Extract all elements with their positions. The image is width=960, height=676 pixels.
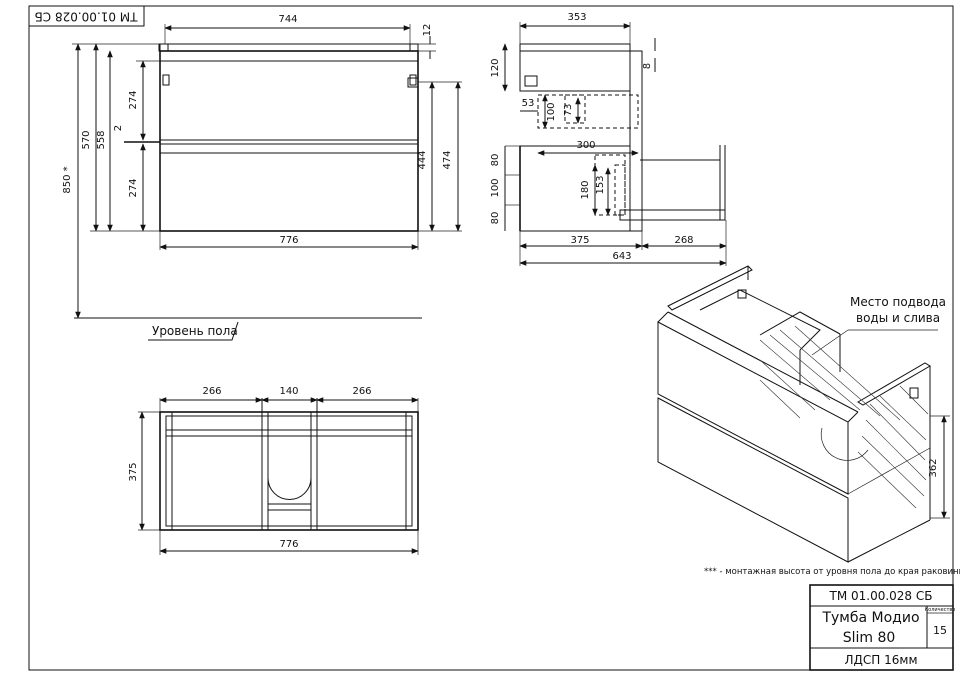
dim-353: 353 (567, 12, 586, 23)
dim-80-b: 80 (490, 212, 501, 225)
dim-570: 570 (81, 130, 92, 149)
callout-line-1: Место подвода (850, 295, 946, 309)
side-view: 353 8 120 53 100 73 300 80 100 80 180 (490, 12, 727, 266)
dim-744: 744 (278, 14, 297, 25)
dim-53: 53 (522, 98, 535, 109)
plumbing-hatch (759, 325, 929, 509)
dim-140: 140 (279, 386, 298, 397)
sheet-frame (28, 5, 954, 671)
dim-8: 8 (642, 63, 653, 69)
dim-180: 180 (580, 180, 591, 199)
front-view: 744 12 850 * 570 558 274 2 274 444 4 (62, 14, 462, 341)
dim-362: 362 (928, 458, 939, 477)
title-code: ТМ 01.00.028 СБ (829, 589, 933, 603)
dim-558: 558 (96, 130, 107, 149)
rotated-stamp-text: ТМ 01.00.028 СБ (35, 10, 139, 24)
dim-12: 12 (422, 24, 433, 37)
dim-444: 444 (417, 150, 428, 169)
dim-266-right: 266 (352, 386, 371, 397)
material: ЛДСП 16мм (845, 653, 918, 667)
dim-274-top: 274 (128, 90, 139, 109)
dim-120: 120 (490, 58, 501, 77)
qty-header: Количество (925, 607, 956, 613)
floor-label: Уровень пола (152, 324, 238, 338)
dim-474: 474 (442, 150, 453, 169)
dim-375-side: 375 (570, 235, 589, 246)
title-block: ТМ 01.00.028 СБ Тумба Модио Slim 80 Коли… (809, 584, 956, 671)
dim-643: 643 (612, 251, 631, 262)
dim-850: 850 * (62, 166, 73, 193)
rotated-stamp: ТМ 01.00.028 СБ (28, 5, 145, 27)
top-view: 266 140 266 375 776 (128, 386, 419, 555)
dim-73: 73 (563, 104, 574, 117)
callout-line-2: воды и слива (856, 311, 940, 325)
dim-776-front: 776 (279, 235, 298, 246)
dim-153: 153 (595, 175, 606, 194)
iso-view: Место подвода воды и слива 362 (657, 265, 950, 563)
title-name-line-1: Тумба Модио (821, 610, 919, 626)
footnote: *** - монтажная высота от уровня пола до… (704, 567, 960, 577)
dim-268: 268 (674, 235, 693, 246)
title-name-line-2: Slim 80 (843, 630, 896, 646)
dim-100-b: 100 (490, 178, 501, 197)
dim-266-left: 266 (202, 386, 221, 397)
dim-100: 100 (546, 102, 557, 121)
dim-274-bottom: 274 (128, 178, 139, 197)
dim-776-top: 776 (279, 539, 298, 550)
dim-375-top: 375 (128, 462, 139, 481)
dim-300: 300 (576, 140, 595, 151)
qty-value: 15 (933, 624, 947, 637)
dim-2: 2 (113, 125, 124, 131)
dim-80-a: 80 (490, 154, 501, 167)
